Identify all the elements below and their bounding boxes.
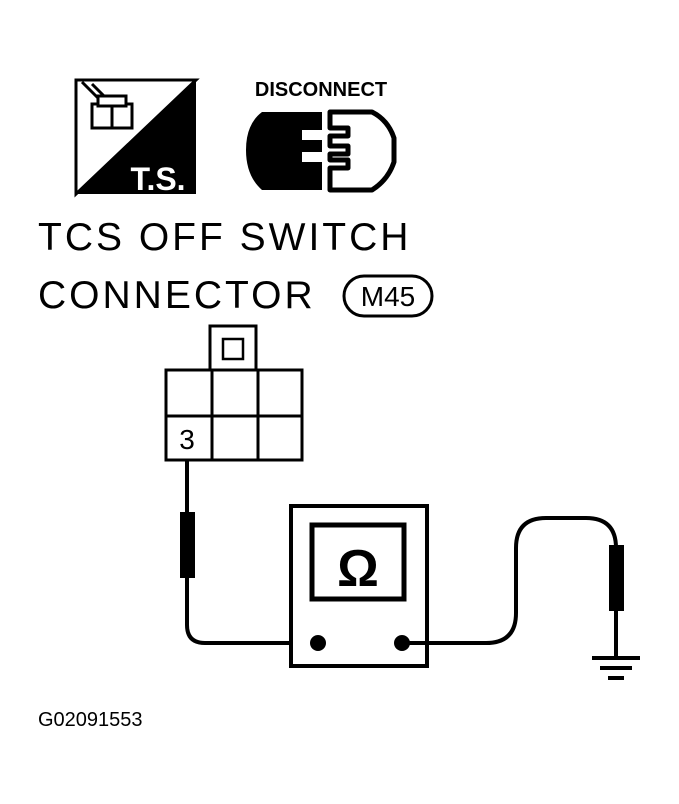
connector-cavity — [210, 414, 260, 462]
meter-terminal-left — [310, 635, 326, 651]
connector-id-label: M45 — [361, 281, 415, 312]
connector-cavity — [210, 368, 260, 418]
terminal-label: 3 — [179, 424, 195, 455]
connector-id-badge: M45 — [342, 274, 434, 318]
probe-lead-right — [402, 516, 618, 656]
connector-latch-inner — [221, 337, 245, 361]
connector-disconnect-icon: DISCONNECT — [246, 79, 397, 193]
probe-tip-left — [180, 512, 195, 578]
ohmmeter: Ω — [289, 504, 429, 668]
connector-cavity — [256, 414, 304, 462]
connector-face — [164, 324, 304, 462]
ohmmeter-display — [309, 522, 407, 602]
ohm-symbol: Ω — [337, 540, 379, 598]
connector-cavity — [164, 368, 214, 418]
title-line-1: TCS OFF SWITCH — [38, 216, 412, 259]
reference-code: G02091553 — [38, 709, 143, 731]
title-line-2: CONNECTOR — [38, 274, 316, 317]
tester-connector-icon: T.S. — [74, 78, 200, 198]
disconnect-label: DISCONNECT — [255, 79, 387, 101]
probe-tip-right — [609, 545, 624, 611]
connector-cavity — [256, 368, 304, 418]
probe-lead-left — [185, 460, 318, 645]
ts-label: T.S. — [130, 161, 185, 197]
ground-icon — [592, 656, 640, 680]
